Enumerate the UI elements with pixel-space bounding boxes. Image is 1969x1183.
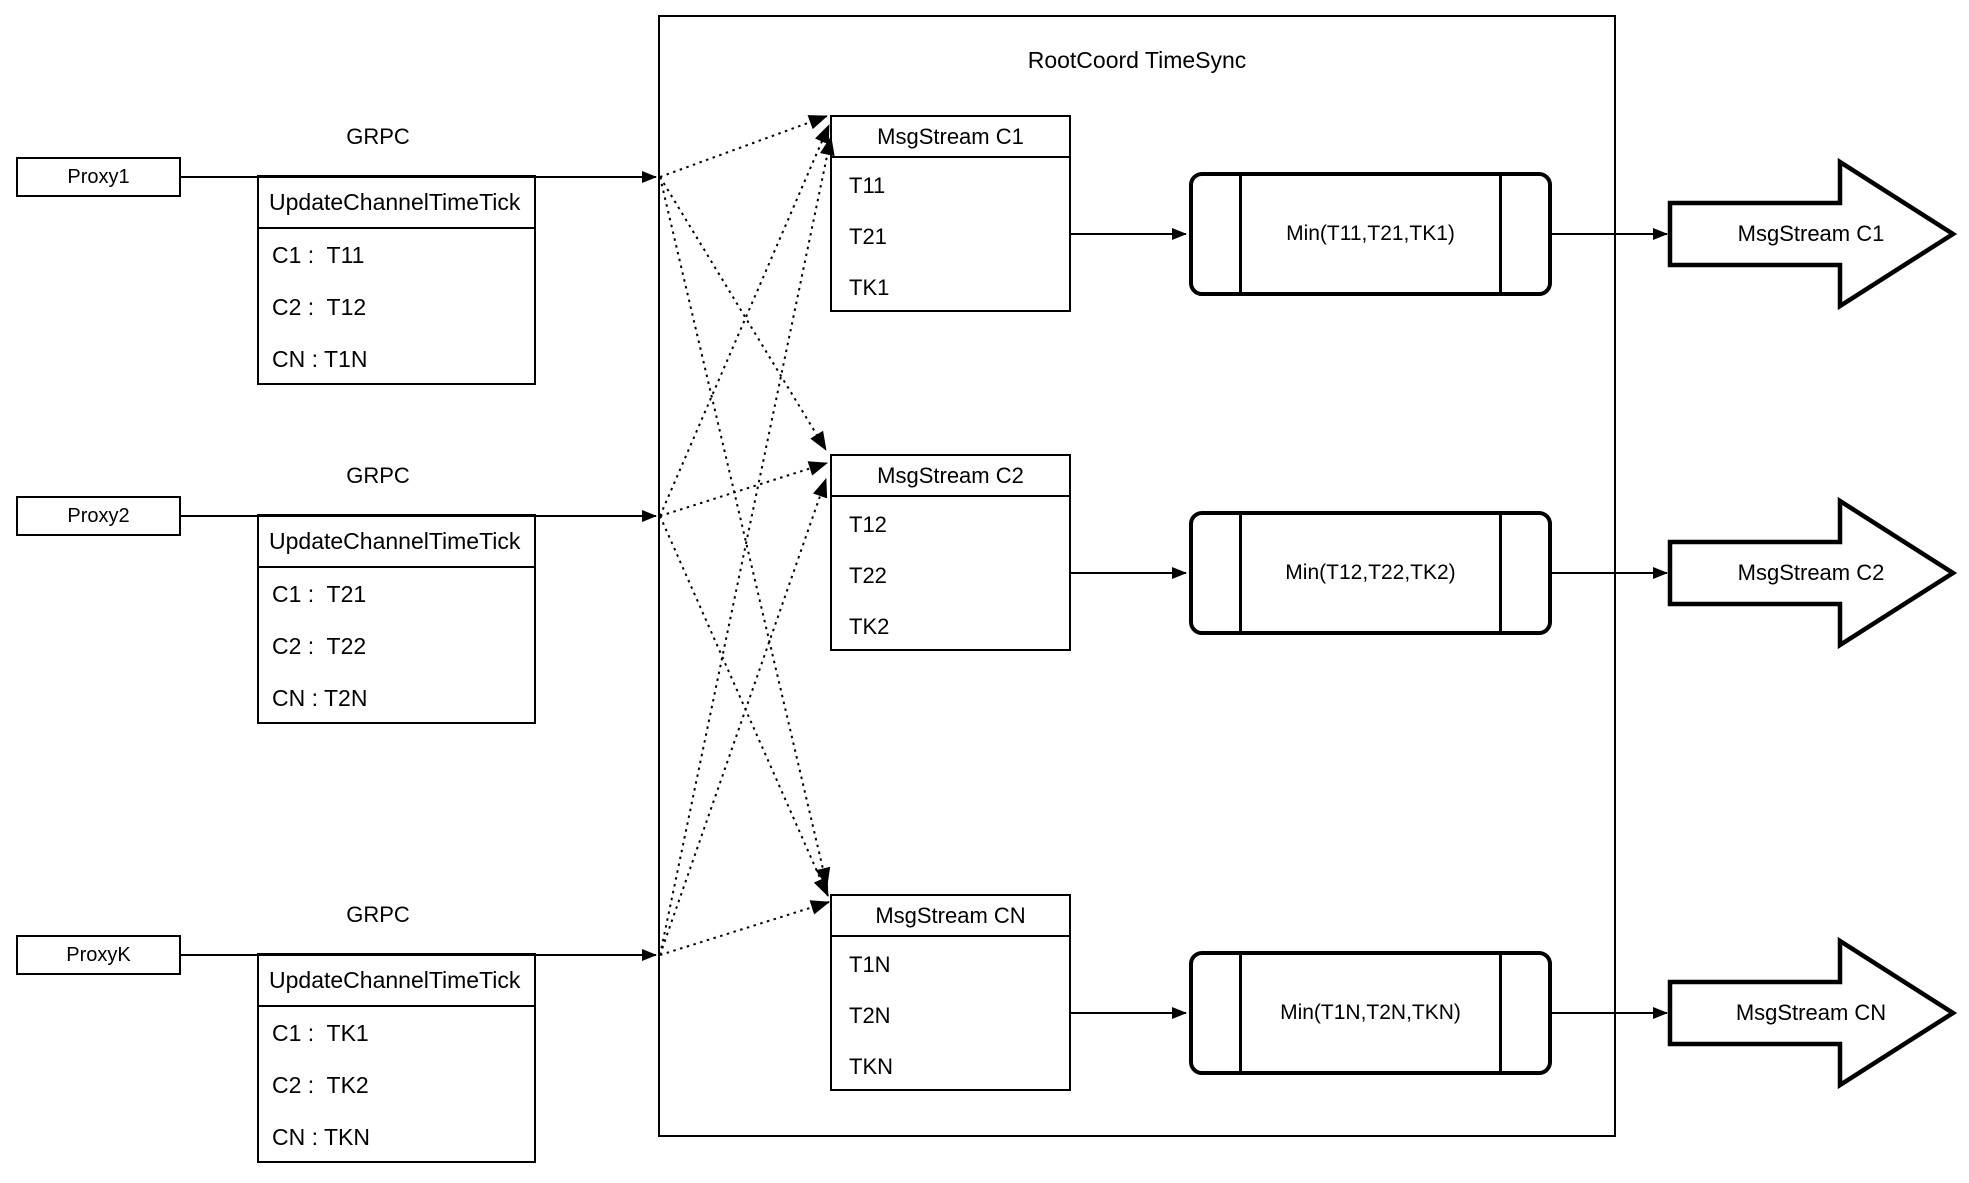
stream-value: T12 bbox=[849, 511, 887, 537]
rootcoord-title: RootCoord TimeSync bbox=[1027, 47, 1247, 73]
msgstream-cn-box: MsgStream CN T1N T2N TKN bbox=[830, 894, 1071, 1091]
stream-value: T22 bbox=[849, 562, 887, 588]
stream-value: T11 bbox=[849, 172, 886, 198]
proxy1-box: Proxy1 bbox=[16, 157, 181, 197]
table-row: CN : T1N bbox=[272, 345, 368, 372]
msgstream-c1-body: T11 T21 TK1 bbox=[832, 158, 1069, 313]
stream-value: T1N bbox=[849, 951, 891, 977]
proxy1-label: Proxy1 bbox=[67, 165, 130, 188]
proxy2-label: Proxy2 bbox=[67, 504, 130, 527]
msgstream-c1-title: MsgStream C1 bbox=[832, 117, 1069, 158]
divider bbox=[1239, 176, 1242, 292]
min-reducer-c1: Min(T11,T21,TK1) bbox=[1189, 172, 1552, 296]
proxy2-box: Proxy2 bbox=[16, 496, 181, 536]
table-row: C1 : T21 bbox=[272, 580, 367, 607]
output-msgstream-cn-label: MsgStream CN bbox=[1735, 1000, 1887, 1025]
min-reducer-cn: Min(T1N,T2N,TKN) bbox=[1189, 951, 1552, 1075]
stream-value: TKN bbox=[849, 1053, 893, 1079]
output-msgstream-c1-label: MsgStream C1 bbox=[1737, 221, 1885, 246]
table-row: C2 : T12 bbox=[272, 293, 367, 320]
proxyk-label: ProxyK bbox=[66, 943, 131, 966]
stream-value: TK1 bbox=[849, 274, 890, 300]
msgstream-cn-title: MsgStream CN bbox=[832, 896, 1069, 937]
table-row: CN : TKN bbox=[272, 1123, 370, 1150]
divider bbox=[1239, 955, 1242, 1071]
stream-value: T2N bbox=[849, 1002, 891, 1028]
divider bbox=[1239, 515, 1242, 631]
proxyk-box: ProxyK bbox=[16, 935, 181, 975]
table-header: UpdateChannelTimeTick bbox=[259, 177, 534, 229]
table-header: UpdateChannelTimeTick bbox=[259, 955, 534, 1007]
min-c1-label: Min(T11,T21,TK1) bbox=[1286, 222, 1455, 245]
msgstream-c1-box: MsgStream C1 T11 T21 TK1 bbox=[830, 115, 1071, 312]
stream-value: T21 bbox=[849, 223, 887, 249]
msgstream-c2-body: T12 T22 TK2 bbox=[832, 497, 1069, 652]
msgstream-c2-box: MsgStream C2 T12 T22 TK2 bbox=[830, 454, 1071, 651]
msgstream-cn-body: T1N T2N TKN bbox=[832, 937, 1069, 1092]
divider bbox=[1499, 955, 1502, 1071]
msgstream-c2-title: MsgStream C2 bbox=[832, 456, 1069, 497]
grpc-label-3: GRPC bbox=[346, 902, 410, 927]
divider bbox=[1499, 176, 1502, 292]
stream-value: TK2 bbox=[849, 613, 890, 639]
proxy1-timetick-table: UpdateChannelTimeTick C1 : T11 C2 : T12 … bbox=[257, 175, 536, 385]
min-cn-label: Min(T1N,T2N,TKN) bbox=[1280, 1001, 1461, 1024]
grpc-label-2: GRPC bbox=[346, 463, 410, 488]
min-c2-label: Min(T12,T22,TK2) bbox=[1285, 561, 1456, 584]
table-row: CN : T2N bbox=[272, 684, 368, 711]
proxy2-timetick-table: UpdateChannelTimeTick C1 : T21 C2 : T22 … bbox=[257, 514, 536, 724]
divider bbox=[1499, 515, 1502, 631]
table-row: C2 : T22 bbox=[272, 632, 367, 659]
table-row: C1 : T11 bbox=[272, 241, 365, 268]
table-row: C2 : TK2 bbox=[272, 1071, 369, 1098]
table-header: UpdateChannelTimeTick bbox=[259, 516, 534, 568]
table-row: C1 : TK1 bbox=[272, 1019, 369, 1046]
proxyk-timetick-table: UpdateChannelTimeTick C1 : TK1 C2 : TK2 … bbox=[257, 953, 536, 1163]
output-msgstream-c2-label: MsgStream C2 bbox=[1737, 560, 1885, 585]
min-reducer-c2: Min(T12,T22,TK2) bbox=[1189, 511, 1552, 635]
grpc-label-1: GRPC bbox=[346, 124, 410, 149]
